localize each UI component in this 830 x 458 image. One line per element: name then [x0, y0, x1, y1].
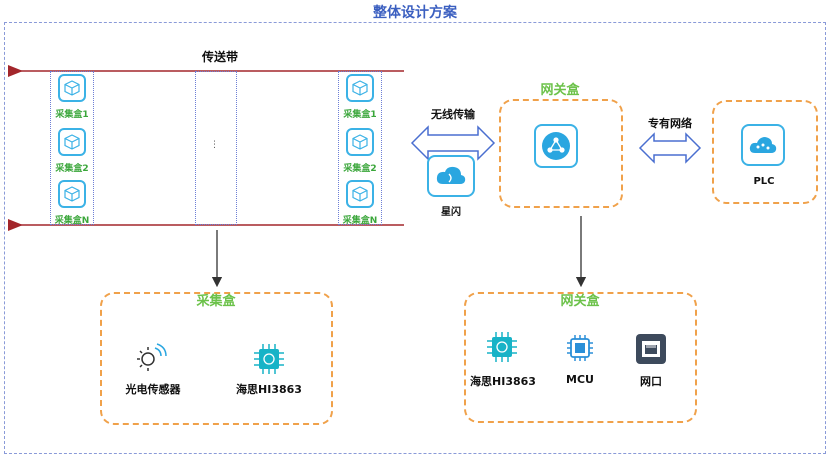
page-title: 整体设计方案 [373, 5, 457, 21]
chip-icon [485, 330, 519, 364]
right-slot-n-label: 采集盒N [342, 216, 378, 226]
collector-detail-box [100, 292, 333, 425]
plc-label: PLC [753, 176, 775, 187]
mcu-chip-icon [565, 333, 595, 363]
right-collector-column [338, 71, 382, 225]
gateway-detail-box [464, 292, 697, 423]
gateway-top-title: 网关盒 [540, 83, 580, 98]
cloud-icon [427, 155, 475, 197]
mcu-label: MCU [566, 373, 594, 386]
collector-detail-title: 采集盒 [196, 294, 236, 309]
left-slot-n-label: 采集盒N [54, 216, 90, 226]
cube-icon [346, 74, 374, 102]
cube-icon [346, 180, 374, 208]
ellipsis-dots: ⋮ [210, 140, 219, 150]
cube-icon [58, 74, 86, 102]
xingshan-label: 星闪 [441, 207, 461, 218]
cube-icon [346, 128, 374, 156]
left-collector-column [50, 71, 94, 225]
chip-icon [252, 342, 286, 376]
middle-column [195, 71, 237, 225]
wireless-double-arrow [410, 125, 496, 161]
network-hub-icon [534, 124, 578, 168]
cube-icon [58, 180, 86, 208]
ethernet-label: 网口 [640, 375, 662, 388]
plc-box [712, 100, 818, 204]
gateway-detail-title: 网关盒 [560, 294, 600, 309]
right-slot-2-label: 采集盒2 [343, 164, 377, 174]
cloud-network-icon [741, 124, 785, 166]
left-slot-1-label: 采集盒1 [55, 110, 89, 120]
private-net-label: 专有网络 [648, 117, 692, 130]
photoelectric-sensor-icon [131, 340, 171, 374]
gateway-top-box [499, 99, 623, 208]
hi3863-label-right: 海思HI3863 [470, 375, 536, 388]
left-slot-2-label: 采集盒2 [55, 164, 89, 174]
belt-label: 传送带 [201, 50, 238, 64]
hi3863-label-left: 海思HI3863 [236, 383, 302, 396]
private-net-double-arrow [638, 132, 702, 164]
cube-icon [58, 128, 86, 156]
outer-frame [4, 22, 826, 454]
ethernet-port-icon [635, 333, 667, 365]
right-slot-1-label: 采集盒1 [343, 110, 377, 120]
wireless-label: 无线传输 [431, 108, 475, 121]
photoelectric-sensor-label: 光电传感器 [125, 383, 181, 396]
